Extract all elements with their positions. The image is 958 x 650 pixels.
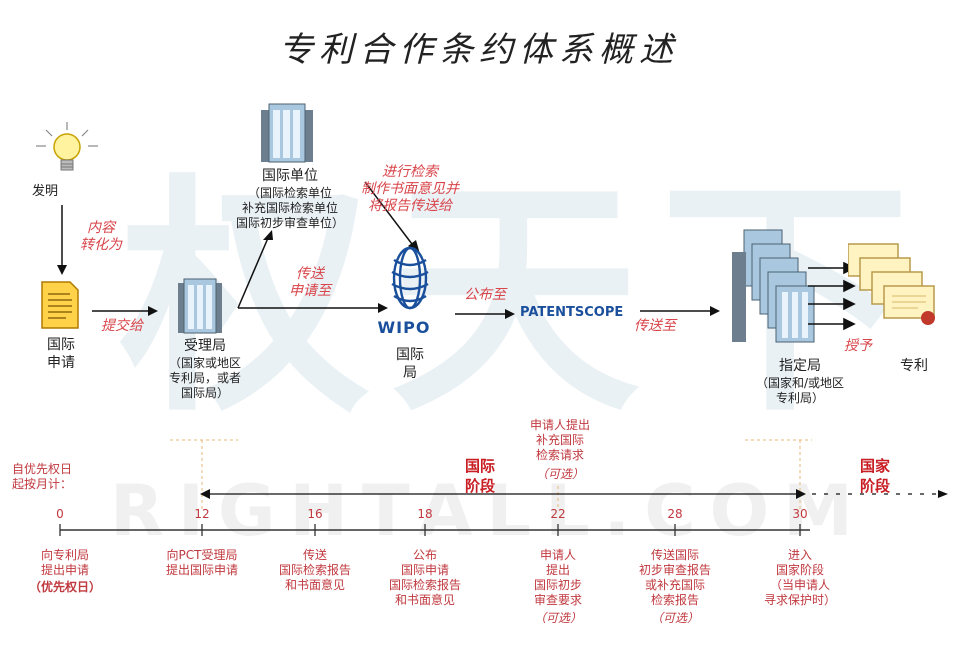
month-16: 16: [307, 507, 323, 521]
building-stack-icon: [732, 229, 815, 343]
patentscope-logo: PATENTSCOPE: [520, 305, 624, 320]
wipo-label: 国际 局: [396, 347, 424, 381]
intl-phase-label: 国际 阶段: [464, 457, 495, 495]
wipo-logo-text: WIPO: [377, 318, 431, 337]
wipo-globe-icon: [391, 246, 429, 310]
arrow-wipo-to-patentscope: [455, 309, 515, 319]
building-icon-isa: [261, 103, 313, 163]
month-0-desc: 向专利局 提出申请: [40, 548, 89, 577]
isa-label: 国际单位: [262, 168, 318, 184]
supp-search-label: 申请人提出 补充国际 检索请求: [529, 418, 590, 462]
arrow-to-designated-office: [640, 306, 720, 316]
isa-note: （国际检索单位 补充国际检索单位 国际初步审查单位）: [235, 186, 344, 230]
month-28: 28: [667, 507, 683, 521]
month-18-desc: 公布 国际申请 国际检索报告 和书面意见: [388, 548, 461, 607]
document-icon: [41, 281, 79, 329]
month-22-extra: （可选）: [533, 611, 582, 625]
label-grant: 授予: [844, 338, 872, 354]
intl-application-label: 国际 申请: [47, 337, 75, 371]
building-icon-receiving-office: [178, 278, 222, 334]
month-30-desc: 进入 国家阶段 （当申请人 寻求保护时）: [763, 548, 836, 607]
month-0-extra: （优先权日）: [28, 580, 101, 594]
designated-office-label: 指定局: [779, 358, 821, 374]
timeline-axis-label: 自优先权日 起按月计：: [12, 462, 73, 491]
timeline-guides: [170, 439, 812, 510]
label-transmit-to: 传送 申请至: [289, 266, 331, 299]
label-send-to: 传送至: [634, 318, 676, 334]
timeline-axis: [59, 524, 810, 536]
label-search-opinion: 进行检索 制作书面意见并 将报告传送给: [361, 164, 459, 214]
lightbulb-icon: [36, 122, 98, 171]
receiving-office-label: 受理局: [184, 338, 226, 354]
receiving-office-note: （国家或地区 专利局，或者 国际局）: [168, 356, 241, 400]
month-28-desc: 传送国际 初步审查报告 或补充国际 检索报告: [638, 548, 711, 607]
patent-label: 专利: [900, 358, 928, 374]
watermark-url: RIGHTALL.COM: [110, 470, 867, 552]
month-16-desc: 传送 国际检索报告 和书面意见: [278, 548, 351, 592]
invention-label: 发明: [31, 184, 58, 199]
flow-arrows-center: [237, 181, 420, 313]
supp-search-optional: （可选）: [535, 467, 584, 481]
phase-span-arrow: [200, 489, 948, 499]
month-18: 18: [417, 507, 433, 521]
month-22-desc: 申请人 提出 国际初步 审查要求: [533, 548, 582, 607]
month-28-extra: （可选）: [650, 611, 699, 625]
month-12: 12: [194, 507, 210, 521]
arrow-invention-to-application: [57, 205, 67, 275]
designated-office-note: （国家和/或地区 专利局）: [755, 376, 845, 405]
label-content-convert: 内容 转化为: [80, 220, 122, 253]
month-30: 30: [792, 507, 808, 521]
label-submit-to: 提交给: [101, 318, 143, 334]
national-phase-label: 国家 阶段: [859, 457, 890, 495]
label-publish-to: 公布至: [464, 287, 506, 303]
month-0: 0: [56, 507, 64, 521]
month-12-desc: 向PCT受理局 提出国际申请: [165, 548, 238, 577]
page-title: 专利合作条约体系概述: [279, 30, 679, 70]
month-22: 22: [550, 507, 566, 521]
arrow-application-to-ro: [92, 306, 158, 316]
patent-certificate-icon: [848, 243, 935, 325]
